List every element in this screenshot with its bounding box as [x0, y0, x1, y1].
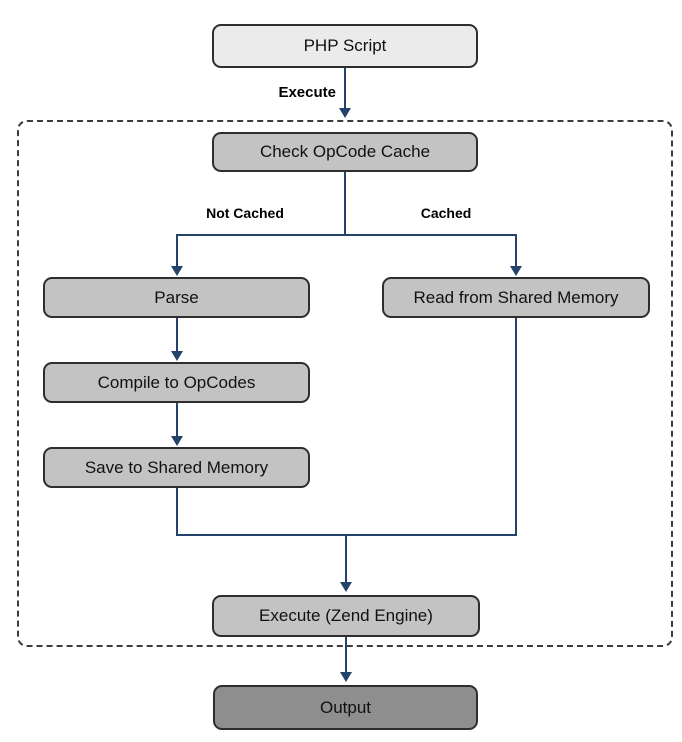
edge-merge-to-zend-line [345, 536, 347, 583]
node-read-from-shared-memory: Read from Shared Memory [382, 277, 650, 318]
edge-parse-to-compile-line [176, 318, 178, 352]
arrowhead-down-icon [340, 582, 352, 592]
arrowhead-down-icon [340, 672, 352, 682]
edge-label-not-cached: Not Cached [206, 205, 284, 221]
node-execute-zend-engine: Execute (Zend Engine) [212, 595, 480, 637]
edge-branch-horizontal [176, 234, 517, 236]
arrowhead-down-icon [171, 436, 183, 446]
edge-php-to-check-line [344, 68, 346, 108]
arrowhead-down-icon [510, 266, 522, 276]
node-compile-to-opcodes: Compile to OpCodes [43, 362, 310, 403]
edge-not-cached-line [176, 234, 178, 267]
node-output: Output [213, 685, 478, 730]
edge-cached-line [515, 234, 517, 267]
edge-read-merge-line [515, 318, 517, 536]
node-parse: Parse [43, 277, 310, 318]
arrowhead-down-icon [339, 108, 351, 118]
edge-label-cached: Cached [420, 205, 472, 221]
edge-save-merge-line [176, 488, 178, 536]
arrowhead-down-icon [171, 266, 183, 276]
node-save-to-shared-memory: Save to Shared Memory [43, 447, 310, 488]
edge-zend-to-output-line [345, 637, 347, 673]
edge-compile-to-save-line [176, 403, 178, 437]
edge-check-branch-stem [344, 172, 346, 235]
edge-merge-horizontal [176, 534, 517, 536]
edge-label-execute: Execute [278, 84, 336, 101]
arrowhead-down-icon [171, 351, 183, 361]
node-check-opcode-cache: Check OpCode Cache [212, 132, 478, 172]
node-php-script: PHP Script [212, 24, 478, 68]
